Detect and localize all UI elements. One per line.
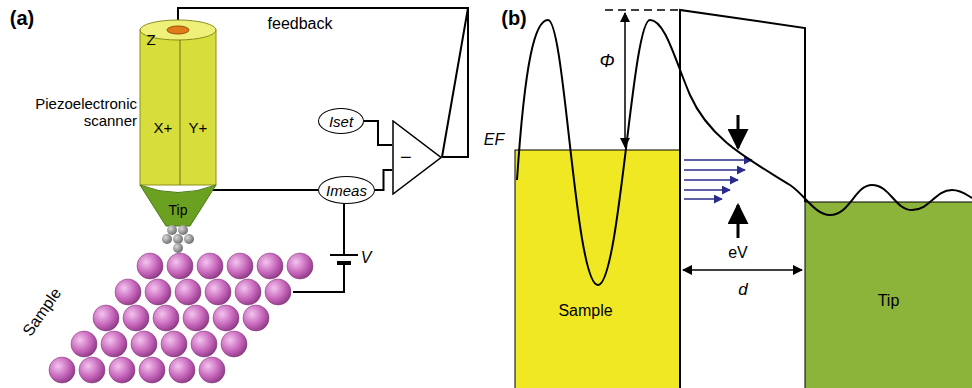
- gap-arrow: [683, 269, 802, 271]
- feedback-wire: [178, 8, 468, 157]
- tip-band-box: Tip: [805, 202, 972, 388]
- battery-plate: [330, 254, 358, 256]
- scanner-body: [140, 30, 216, 185]
- label-text: Sample: [19, 285, 65, 340]
- label-text: feedback: [268, 15, 333, 33]
- measured-current: Imeas: [318, 176, 375, 204]
- label-text: Y+: [189, 120, 208, 137]
- node-text: −: [400, 146, 412, 169]
- label-text: Tip: [169, 203, 188, 218]
- label-text: Piezoelectronic scanner: [3, 96, 137, 129]
- scanner-core: [167, 26, 189, 34]
- node-text: Imeas: [326, 182, 367, 199]
- vacuum-level: [605, 9, 680, 11]
- work-function-arrow: [624, 13, 626, 147]
- signal-wire: [375, 170, 392, 190]
- barrier: [680, 10, 805, 388]
- wavefunction: [517, 20, 972, 285]
- setpoint-current: Iset: [318, 108, 364, 134]
- label-text: (b): [501, 7, 527, 29]
- label-text: EF: [484, 131, 504, 149]
- bias-arrow: [737, 205, 740, 238]
- comparator: −: [392, 120, 442, 195]
- electrode-divider: [180, 40, 181, 185]
- label-text: eV: [728, 244, 748, 262]
- sample-atoms: [49, 253, 313, 383]
- label-text: Φ: [599, 52, 614, 72]
- battery-plate: [337, 261, 351, 265]
- label-text: V: [361, 249, 372, 267]
- label-text: d: [738, 281, 747, 300]
- sample-band: [515, 150, 680, 388]
- sample-band-box: Sample: [515, 150, 680, 388]
- bias-arrow: [737, 115, 740, 148]
- tip-band: [805, 202, 972, 388]
- label-text: (a): [10, 7, 34, 29]
- tip-wire: [212, 189, 318, 191]
- tip-atoms: [162, 225, 194, 253]
- tunnel-arrows: [684, 160, 752, 199]
- node-text: Sample: [558, 302, 612, 320]
- node-text: Iset: [329, 113, 353, 130]
- label-text: Z: [146, 32, 155, 49]
- label-text: X+: [154, 120, 173, 137]
- signal-wire: [364, 121, 392, 145]
- comparator-outline: [392, 120, 442, 195]
- node-text: Tip: [878, 292, 900, 310]
- tip-cone: [140, 185, 216, 226]
